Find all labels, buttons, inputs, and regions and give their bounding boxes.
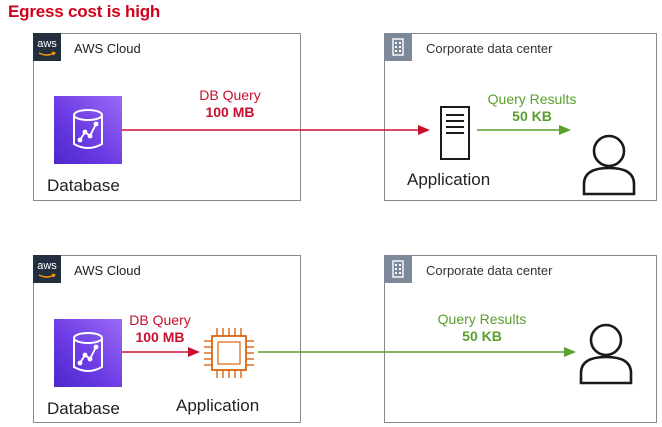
top-aws-cloud-label: AWS Cloud xyxy=(74,41,141,56)
bottom-building-icon xyxy=(384,255,412,283)
bottom-aws-cloud-box: aws AWS Cloud Database Applicat xyxy=(33,255,301,423)
top-database-label: Database xyxy=(47,176,120,195)
bottom-user-icon xyxy=(579,323,633,385)
top-corporate-label: Corporate data center xyxy=(426,41,553,56)
top-building-icon xyxy=(384,33,412,61)
top-corporate-box: Corporate data center Application xyxy=(384,33,657,201)
bottom-query-text: DB Query 100 MB xyxy=(124,312,196,346)
bottom-aws-cloud-label: AWS Cloud xyxy=(74,263,141,278)
bottom-query-label: DB Query xyxy=(129,312,191,328)
bottom-corporate-label: Corporate data center xyxy=(426,263,553,278)
aws-logo-icon: aws xyxy=(33,255,61,283)
top-application-label: Application xyxy=(407,170,491,189)
aws-swoosh-icon xyxy=(38,51,57,56)
bottom-results-label: Query Results xyxy=(437,311,527,327)
top-server-icon xyxy=(440,106,470,160)
bottom-chip-icon xyxy=(204,328,254,378)
top-query-label: DB Query xyxy=(199,87,261,103)
top-results-size: 50 KB xyxy=(512,108,552,124)
diagram-title: Egress cost is high xyxy=(8,2,161,21)
top-query-size: 100 MB xyxy=(205,104,255,120)
aws-swoosh-icon xyxy=(38,273,57,278)
top-database-icon xyxy=(54,96,122,164)
bottom-corporate-box: Corporate data center xyxy=(384,255,657,423)
aws-logo-icon: aws xyxy=(33,33,61,61)
top-results-text: Query Results 50 KB xyxy=(480,91,584,125)
bottom-query-size: 100 MB xyxy=(135,329,185,345)
top-results-label: Query Results xyxy=(487,91,577,107)
bottom-database-icon xyxy=(54,319,122,387)
bottom-application-label: Application xyxy=(176,396,260,415)
top-aws-cloud-box: aws AWS Cloud Database xyxy=(33,33,301,201)
top-query-text: DB Query 100 MB xyxy=(190,87,270,121)
aws-logo-text: aws xyxy=(37,38,57,50)
bottom-results-size: 50 KB xyxy=(462,328,502,344)
bottom-results-text: Query Results 50 KB xyxy=(430,311,534,345)
bottom-database-label: Database xyxy=(47,399,120,418)
aws-logo-text: aws xyxy=(37,260,57,272)
top-user-icon xyxy=(582,134,636,196)
